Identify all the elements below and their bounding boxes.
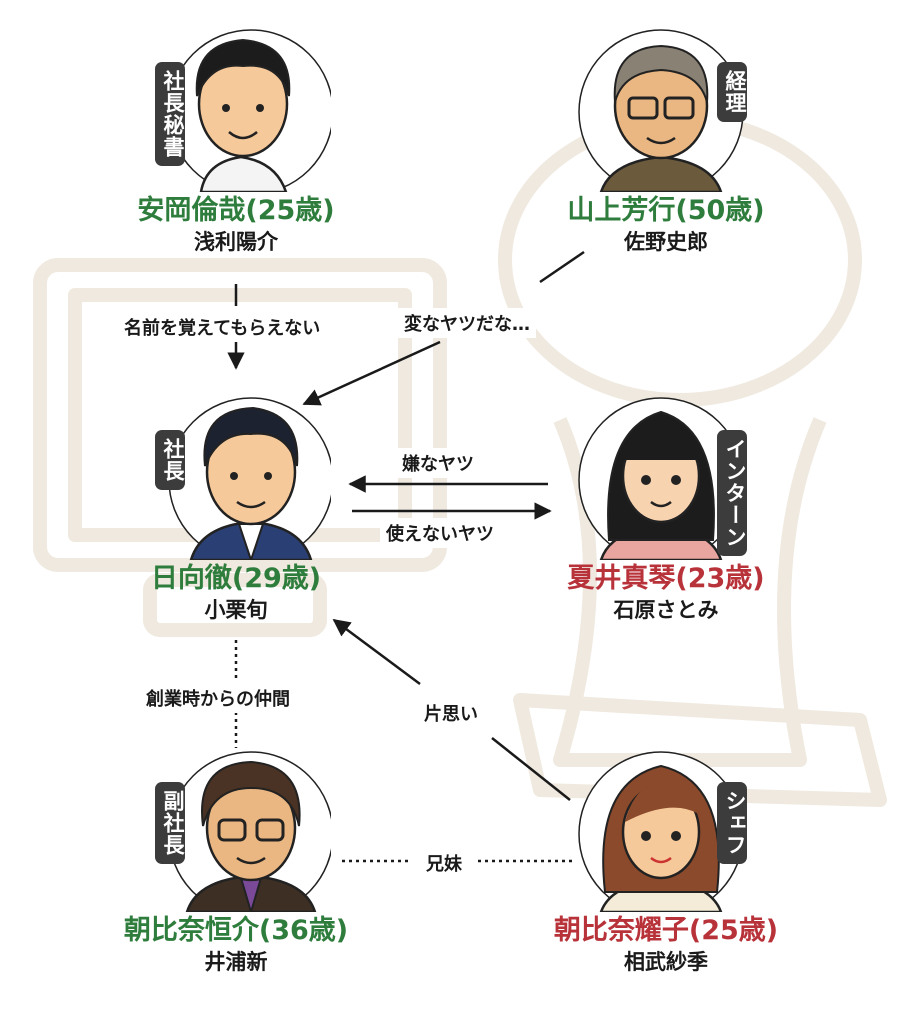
role-badge: 社長秘書 bbox=[155, 62, 185, 166]
relation-label-one-sided-love: 片思い bbox=[418, 698, 484, 728]
character-name: 山上芳行(50歳) bbox=[567, 195, 765, 226]
actor-name: 佐野史郎 bbox=[624, 230, 708, 254]
character-name: 朝比奈恒介(36歳) bbox=[123, 915, 349, 946]
character-natsui: インターン 夏井真琴(23歳) 石原さとみ bbox=[546, 390, 786, 624]
character-name: 日向徹(29歳) bbox=[150, 563, 322, 594]
asahina-y-hinata-arrow bbox=[332, 618, 421, 686]
portrait-asahina-kosuke: 副社長 bbox=[141, 742, 331, 912]
character-name: 朝比奈耀子(25歳) bbox=[553, 915, 779, 946]
relation-label-yasuoka-hinata: 名前を覚えてもらえない bbox=[118, 312, 327, 342]
relation-label-yamagami-hinata: 変なヤツだな… bbox=[398, 308, 536, 338]
face-young-woman-icon bbox=[578, 397, 744, 560]
role-badge: 経理 bbox=[717, 62, 747, 122]
actor-name: 相武紗季 bbox=[624, 950, 708, 974]
character-yamagami: 経理 山上芳行(50歳) 佐野史郎 bbox=[546, 22, 786, 256]
actor-name: 小栗旬 bbox=[204, 598, 268, 622]
relation-label-founding-partners: 創業時からの仲間 bbox=[140, 683, 296, 713]
asahina-y-hinata-line bbox=[491, 737, 571, 801]
portrait-asahina-yoko: シェフ bbox=[571, 742, 761, 912]
character-asahina-kosuke: 副社長 朝比奈恒介(36歳) 井浦新 bbox=[116, 742, 356, 976]
portrait-yamagami: 経理 bbox=[571, 22, 761, 192]
yamagami-hinata-arrow bbox=[302, 340, 441, 406]
actor-name: 井浦新 bbox=[204, 950, 268, 974]
character-asahina-yoko: シェフ 朝比奈耀子(25歳) 相武紗季 bbox=[546, 742, 786, 976]
character-yasuoka: 社長秘書 安岡倫哉(25歳) 浅利陽介 bbox=[116, 22, 356, 256]
relation-label-hinata-natsui: 使えないヤツ bbox=[380, 518, 500, 548]
character-name: 安岡倫哉(25歳) bbox=[137, 195, 335, 226]
face-woman-wavy-hair-icon bbox=[578, 751, 744, 912]
portrait-yasuoka: 社長秘書 bbox=[141, 22, 331, 192]
role-badge: シェフ bbox=[717, 782, 747, 864]
face-older-man-glasses-icon bbox=[578, 29, 744, 192]
character-name: 夏井真琴(23歳) bbox=[567, 563, 765, 594]
relation-label-natsui-hinata: 嫌なヤツ bbox=[396, 448, 480, 478]
role-badge: 社長 bbox=[155, 430, 185, 490]
portrait-natsui: インターン bbox=[571, 390, 761, 560]
actor-name: 石原さとみ bbox=[613, 598, 719, 622]
face-young-man-icon bbox=[168, 29, 331, 192]
actor-name: 浅利陽介 bbox=[194, 230, 278, 254]
role-badge: 副社長 bbox=[155, 782, 185, 864]
face-man-glasses-icon bbox=[168, 751, 331, 912]
role-badge: インターン bbox=[717, 430, 747, 556]
character-hinata: 社長 日向徹(29歳) 小栗旬 bbox=[116, 390, 356, 624]
portrait-hinata: 社長 bbox=[141, 390, 331, 560]
face-man-suit-icon bbox=[168, 397, 331, 560]
relation-label-siblings: 兄妹 bbox=[420, 848, 468, 878]
yamagami-hinata-line bbox=[539, 250, 585, 284]
